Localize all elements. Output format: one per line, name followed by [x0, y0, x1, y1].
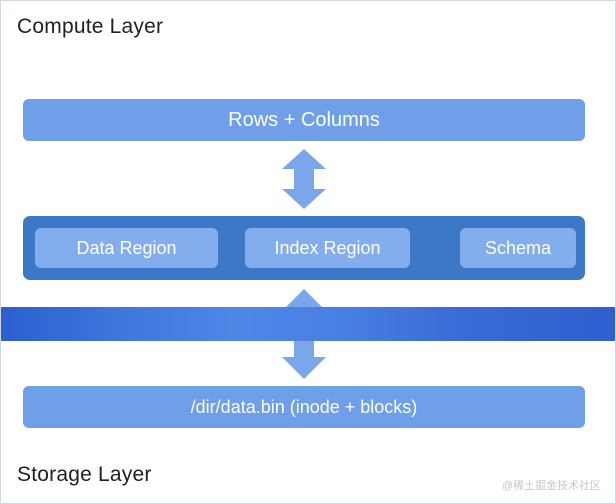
rows-columns-block: Rows + Columns — [23, 99, 585, 141]
schema-region-block: Schema — [460, 228, 576, 268]
schema-region-label: Schema — [484, 237, 552, 258]
arrow-rows-to-regions-icon — [282, 149, 326, 209]
data-region-block: Data Region — [35, 228, 218, 268]
layer-boundary-band — [1, 307, 615, 341]
index-region-block: Index Region — [245, 228, 410, 268]
compute-layer-title: Compute Layer — [17, 15, 164, 38]
file-block: /dir/data.bin (inode + blocks) — [23, 386, 585, 428]
file-label: /dir/data.bin (inode + blocks) — [190, 396, 418, 417]
index-region-label: Index Region — [274, 237, 381, 258]
data-region-label: Data Region — [76, 237, 177, 258]
rows-columns-label: Rows + Columns — [228, 108, 380, 131]
region-container: Data Region Index Region Schema — [23, 216, 585, 280]
watermark-text: @稀土掘金技术社区 — [501, 480, 601, 492]
storage-layer-title: Storage Layer — [17, 463, 152, 486]
